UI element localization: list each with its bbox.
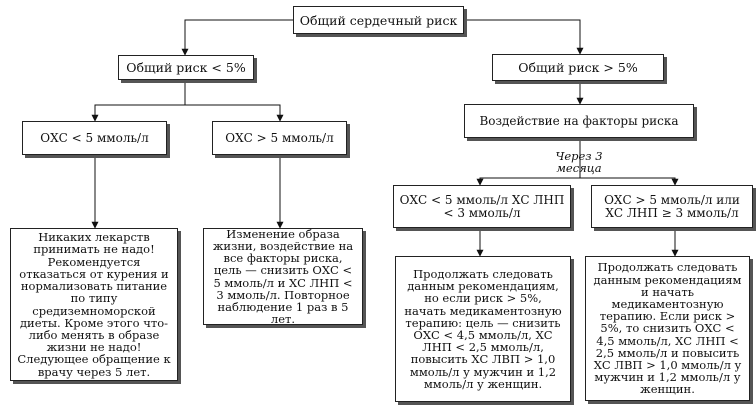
low-branch-b-label: ОХС > 5 ммоль/л	[225, 130, 334, 145]
arrow-action-to-branch-a	[476, 138, 581, 186]
high-branch-b-note: Продолжать следовать данным рекомендация…	[585, 256, 750, 401]
high-branch-a-note: Продолжать следовать данным рекомендация…	[395, 256, 571, 402]
arrow-root-to-right	[464, 19, 584, 55]
low-risk-label: Общий риск < 5%	[126, 60, 246, 75]
action-node: Воздействие на факторы риска	[464, 104, 694, 138]
low-branch-a-label: ОХС < 5 ммоль/л	[40, 130, 149, 145]
high-branch-a-label: ОХС < 5 ммоль/л ХС ЛНП < 3 ммоль/л	[399, 192, 565, 220]
low-branch-b-note: Изменение образа жизни, воздействие на в…	[203, 228, 363, 325]
root-node: Общий сердечный риск	[293, 6, 464, 34]
arrow-left-to-branch-b	[185, 104, 284, 122]
high-branch-a-note-text: Продолжать следовать данным рекомендация…	[404, 266, 562, 391]
high-risk-label: Общий риск > 5%	[518, 60, 638, 75]
low-risk-node: Общий риск < 5%	[118, 55, 254, 80]
low-branch-b-node: ОХС > 5 ммоль/л	[212, 121, 347, 155]
arrow-left-to-branch-a	[91, 78, 186, 122]
high-branch-b-note-text: Продолжать следовать данным рекомендация…	[593, 260, 742, 397]
low-branch-a-note: Никаких лекарств принимать не надо! Реко…	[10, 228, 178, 381]
interval-label: Через 3 месяца	[555, 149, 603, 175]
low-branch-b-note-text: Изменение образа жизни, воздействие на в…	[212, 226, 354, 327]
high-branch-b-node: ОХС > 5 ммоль/л или ХС ЛНП ≥ 3 ммоль/л	[591, 185, 753, 228]
arrow-action-to-branch-b	[580, 177, 679, 186]
high-branch-b-label: ОХС > 5 ммоль/л или ХС ЛНП ≥ 3 ммоль/л	[604, 192, 740, 220]
arrow-root-to-left	[181, 19, 293, 56]
action-label: Воздействие на факторы риска	[479, 113, 679, 128]
root-label: Общий сердечный риск	[299, 12, 458, 28]
high-branch-a-node: ОХС < 5 ммоль/л ХС ЛНП < 3 ммоль/л	[393, 185, 571, 228]
low-branch-a-node: ОХС < 5 ммоль/л	[22, 121, 167, 155]
high-risk-node: Общий риск > 5%	[492, 54, 664, 81]
low-branch-a-note-text: Никаких лекарств принимать не надо! Реко…	[17, 230, 171, 379]
